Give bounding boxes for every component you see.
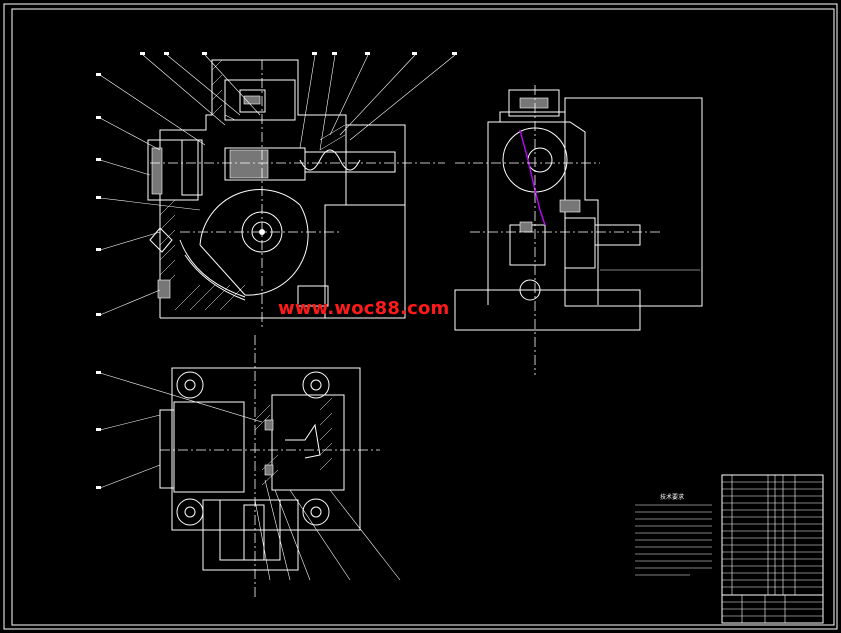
top-view-balloons <box>96 371 101 489</box>
front-view <box>96 52 457 600</box>
watermark-text: www.woc88.com <box>278 298 450 319</box>
tech-requirements-title: 技术要求 <box>660 494 685 501</box>
top-view <box>96 367 401 581</box>
drawing-frame <box>3 3 838 630</box>
front-view-balloons <box>96 52 457 316</box>
technical-notes <box>635 504 712 576</box>
title-block <box>721 474 824 624</box>
front-view-hatch <box>159 59 346 311</box>
top-view-leaders <box>99 372 401 581</box>
front-view-leaders <box>99 54 456 316</box>
side-view <box>454 85 703 375</box>
top-view-hatch <box>254 397 333 486</box>
